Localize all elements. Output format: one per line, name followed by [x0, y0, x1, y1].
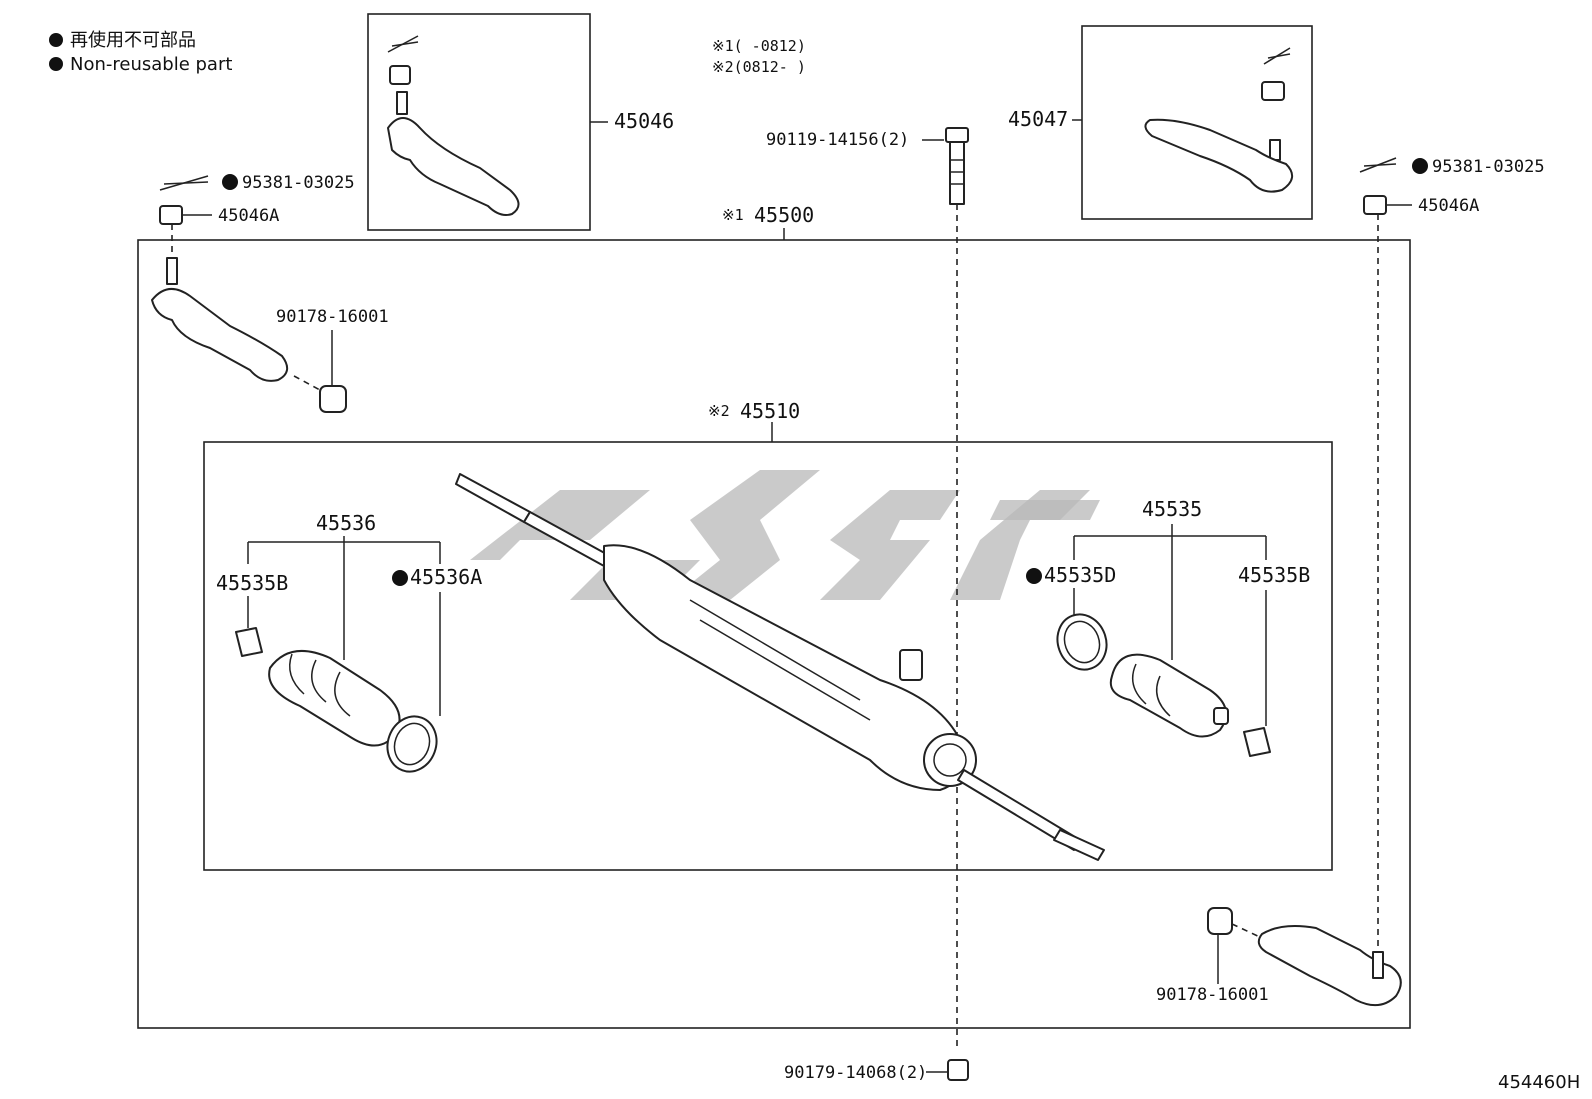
non-reusable-bullet-icon [49, 33, 63, 47]
label-boot-left: 45536 [316, 511, 376, 535]
note-1: ※1( -0812) [712, 37, 806, 55]
label-tie-rod-end-rh: 45047 [1008, 107, 1068, 131]
legend-jp: 再使用不可部品 [70, 30, 196, 51]
label-grommet-right: 90178-16001 [1156, 985, 1269, 1005]
label-nut-bottom: 90179-14068(2) [784, 1063, 927, 1083]
label-grommet-left: 90178-16001 [276, 307, 389, 327]
dashed-line [1231, 923, 1263, 939]
tie-rod-end-rh-icon [1144, 47, 1293, 193]
steering-rack-box [203, 441, 1333, 871]
grommet-right-icon [1207, 907, 1233, 935]
non-reusable-bullet-icon [1026, 568, 1042, 584]
castle-nut-left-icon [159, 205, 183, 225]
tie-rod-end-rh-box [1081, 25, 1313, 220]
note-2: ※2(0812- ) [712, 58, 806, 76]
label-assy-outer: 45500 [754, 203, 814, 227]
label-pin-right: 95381-03025 [1432, 157, 1545, 177]
label-boot-right: 45535 [1142, 497, 1202, 521]
label-nut-right: 45046A [1418, 196, 1479, 216]
steering-gear-assy-box [137, 239, 1411, 1029]
legend: 再使用不可部品 Non-reusable part [49, 30, 232, 75]
non-reusable-bullet-icon [392, 570, 408, 586]
bolt-icon [945, 127, 969, 205]
label-clip-right: 45535B [1238, 563, 1310, 587]
steering-rack-icon [455, 473, 1105, 861]
tie-rod-end-lh-icon [387, 35, 520, 216]
non-reusable-bullet-icon [222, 174, 238, 190]
label-bolt-top: 90119-14156(2) [766, 130, 909, 150]
label-tie-rod-end-lh: 45046 [614, 109, 674, 133]
non-reusable-bullet-icon [1412, 158, 1428, 174]
label-assy-inner: 45510 [740, 399, 800, 423]
drawing-number: 454460H [1498, 1072, 1580, 1093]
label-nut-left: 45046A [218, 206, 279, 226]
boot-left-icon [235, 627, 438, 773]
tie-rod-end-left-icon [151, 257, 289, 382]
mark-outer: ※1 [722, 206, 744, 224]
flange-nut-bottom-icon [947, 1059, 969, 1081]
cotter-pin-left-icon [159, 175, 209, 191]
label-clamp-right: 45535D [1044, 563, 1116, 587]
label-pin-left: 95381-03025 [242, 173, 355, 193]
mark-inner: ※2 [708, 402, 730, 420]
castle-nut-right-icon [1363, 195, 1387, 215]
non-reusable-bullet-icon [49, 57, 63, 71]
boot-right-icon [1056, 613, 1271, 757]
dashed-line [293, 375, 321, 391]
tie-rod-end-right-icon [1257, 925, 1402, 1007]
legend-en: Non-reusable part [70, 54, 232, 75]
label-clip-left: 45535B [216, 571, 288, 595]
cotter-pin-right-icon [1359, 157, 1397, 173]
label-clamp-left: 45536A [410, 565, 482, 589]
grommet-left-icon [319, 385, 347, 413]
